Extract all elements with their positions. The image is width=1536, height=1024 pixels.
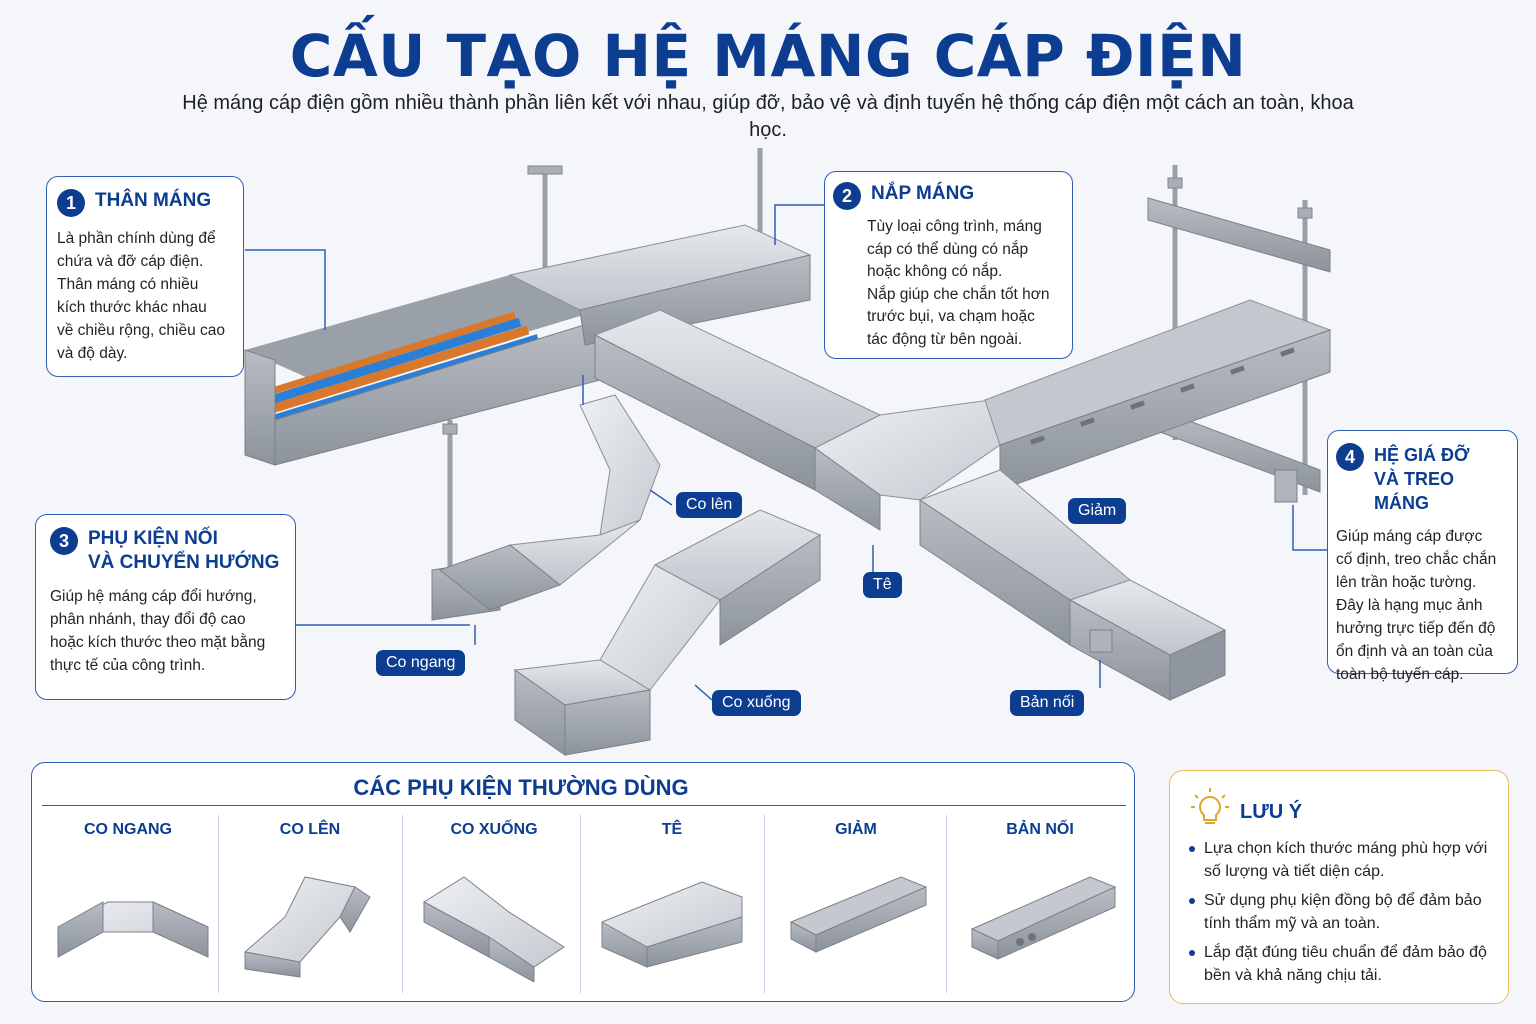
accessory-item: CO NGANG	[38, 813, 218, 993]
page-title: CẤU TẠO HỆ MÁNG CÁP ĐIỆN	[289, 22, 1247, 90]
reducer-and-end-tray	[918, 469, 1227, 701]
tag-giam: Giảm	[1068, 498, 1127, 524]
callout-title: NẮP MÁNG	[871, 183, 975, 204]
accessories-panel: CÁC PHỤ KIỆN THƯỜNG DÙNG CO NGANG CO LÊN…	[31, 762, 1135, 1002]
divider	[764, 815, 765, 993]
callout-title: THÂN MÁNG	[95, 190, 212, 211]
note-panel: LƯU Ý Lựa chọn kích thước máng phù hợp v…	[1169, 770, 1509, 1004]
accessory-item: BẢN NỐI	[950, 813, 1130, 993]
accessory-item: CO LÊN	[220, 813, 400, 993]
callout-fittings: 3 PHỤ KIỆN NỐI VÀ CHUYỂN HƯỚNG Giúp hệ m…	[35, 514, 296, 700]
accessories-title: CÁC PHỤ KIỆN THƯỜNG DÙNG	[353, 775, 689, 800]
vertical-elbow-down-assembly	[513, 509, 822, 756]
cable-tray-assembly-illustration	[244, 148, 1332, 756]
divider	[402, 815, 403, 993]
callout-supports: 4 HỆ GIÁ ĐỠ VÀ TREO MÁNG Giúp máng cáp đ…	[1327, 430, 1518, 683]
accessory-label: BẢN NỐI	[1006, 821, 1074, 838]
horizontal-elbow-icon	[57, 901, 209, 958]
callout-description: Giúp hệ máng cáp đổi hướng, phân nhánh, …	[50, 588, 266, 674]
note-item: Lắp đặt đúng tiêu chuẩn để đảm bảo độ bề…	[1184, 941, 1500, 987]
note-item: Sử dụng phụ kiện đồng bộ để đảm bảo tính…	[1184, 889, 1500, 935]
tag-co-len: Co lên	[676, 492, 743, 518]
main-tray-with-cables	[244, 275, 601, 466]
callout-number: 4	[1336, 443, 1364, 471]
vertical-elbow-up-assembly	[438, 394, 661, 611]
tag-ban-noi: Bản nối	[1010, 690, 1085, 716]
tag-co-ngang: Co ngang	[376, 650, 466, 676]
callout-description: Là phần chính dùng để chứa và đỡ cáp điệ…	[57, 230, 226, 362]
callout-number: 1	[57, 189, 85, 217]
tag-te: Tê	[863, 572, 902, 598]
accessory-label: CO LÊN	[279, 821, 341, 838]
note-title: LƯU Ý	[1240, 801, 1303, 823]
callout-title: PHỤ KIỆN NỐI VÀ CHUYỂN HƯỚNG	[88, 528, 280, 573]
divider	[218, 815, 219, 993]
callout-number: 2	[833, 182, 861, 210]
callout-tray-body: 1 THÂN MÁNG Là phần chính dùng để chứa v…	[46, 176, 244, 377]
accessory-label: CO XUỐNG	[450, 821, 538, 838]
divider	[946, 815, 947, 993]
callout-title: HỆ GIÁ ĐỠ VÀ TREO MÁNG	[1374, 445, 1470, 513]
accessory-label: TÊ	[661, 821, 683, 838]
splice-plate-icon	[970, 876, 1117, 960]
accessory-item: GIẢM	[766, 813, 946, 993]
callout-description: Tùy loại công trình, máng cáp có thể dùn…	[867, 218, 1050, 348]
note-list: Lựa chọn kích thước máng phù hợp với số …	[1184, 837, 1500, 993]
accessory-item: CO XUỐNG	[404, 813, 584, 993]
leader-lines	[245, 204, 1330, 701]
vertical-elbow-up-icon	[243, 876, 371, 978]
callout-tray-cover: 2 NẮP MÁNG Tùy loại công trình, máng cáp…	[824, 171, 1073, 359]
page-subtitle: Hệ máng cáp điện gồm nhiều thành phần li…	[182, 92, 1354, 141]
lightbulb-icon	[1191, 788, 1229, 824]
note-item: Lựa chọn kích thước máng phù hợp với số …	[1184, 837, 1500, 883]
accessory-label: CO NGANG	[84, 821, 172, 838]
tag-co-xuong: Co xuống	[712, 690, 801, 716]
accessory-item: TÊ	[582, 813, 762, 993]
divider	[580, 815, 581, 993]
tee-icon	[601, 881, 743, 968]
vertical-elbow-down-icon	[423, 876, 565, 982]
divider	[42, 805, 1126, 806]
accessory-label: GIẢM	[835, 821, 877, 838]
callout-number: 3	[50, 527, 78, 555]
reducer-icon	[789, 876, 928, 953]
callout-description: Giúp máng cáp được cố định, treo chắc ch…	[1336, 528, 1497, 683]
